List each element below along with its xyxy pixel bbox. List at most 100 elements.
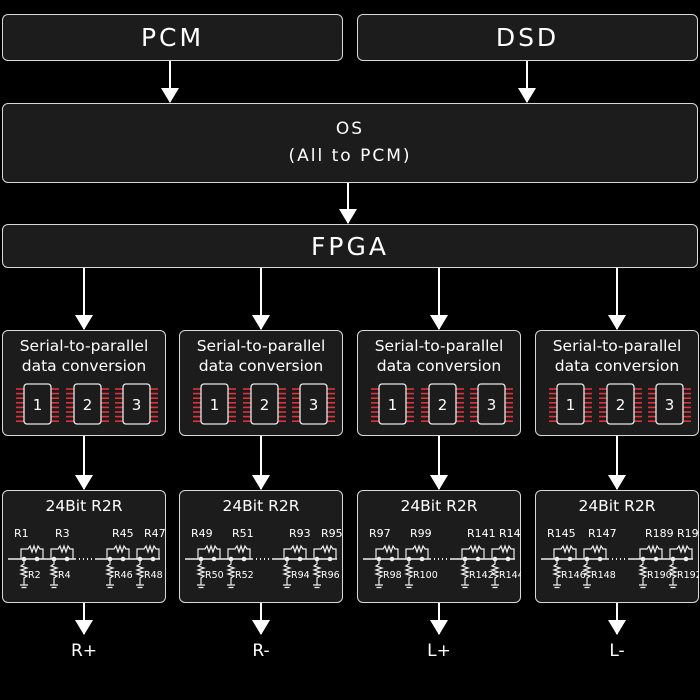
shunt-resistor-ground-icon <box>667 558 678 588</box>
arrow-fpga-to-conversion <box>430 268 448 330</box>
series-resistor-label: R45 <box>112 527 134 540</box>
chip-icon: 3 <box>291 382 335 425</box>
r2r-dac-box: 24Bit R2RR97R98R99R100R141R142R143R144 <box>357 490 521 603</box>
shunt-resistor-ground-icon <box>104 558 115 588</box>
shunt-resistor-ground-icon <box>551 558 562 588</box>
chip-icon: 2 <box>242 382 286 425</box>
series-resistor-label: R141 <box>467 527 496 540</box>
shunt-resistor-label: R46 <box>114 570 133 581</box>
arrow-r2r-to-output <box>252 603 270 635</box>
chip-icon: 3 <box>114 382 158 425</box>
series-resistor-icon <box>135 543 160 559</box>
conversion-title-line1: Serial-to-parallel <box>552 337 682 355</box>
chip-icon: 1 <box>370 382 414 425</box>
series-resistor-icon <box>226 543 251 559</box>
series-resistor-icon <box>638 543 663 559</box>
chip-number: 1 <box>387 396 397 414</box>
r2r-title: 24Bit R2R <box>578 497 656 515</box>
chip-number: 2 <box>615 396 625 414</box>
series-resistor-icon <box>312 543 337 559</box>
shunt-resistor-ground-icon <box>373 558 384 588</box>
series-resistor-icon <box>460 543 485 559</box>
chip-icon: 2 <box>420 382 464 425</box>
conversion-title-line2: data conversion <box>21 357 147 375</box>
series-resistor-label: R51 <box>232 527 254 540</box>
series-resistor-icon <box>282 543 307 559</box>
fpga-label: FPGA <box>311 231 389 261</box>
r2r-dac-box: 24Bit R2RR145R146R147R148R189R190R191R19… <box>535 490 699 603</box>
conversion-title-line1: Serial-to-parallel <box>196 337 326 355</box>
series-resistor-icon <box>49 543 74 559</box>
r2r-ladder-graphic: R97R98R99R100R141R142R143R144 <box>362 527 521 588</box>
chip-number: 1 <box>565 396 575 414</box>
shunt-resistor-label: R148 <box>591 570 616 581</box>
shunt-resistor-label: R48 <box>144 570 163 581</box>
shunt-resistor-ground-icon <box>225 558 236 588</box>
shunt-resistor-ground-icon <box>311 558 322 588</box>
output-channel-label: R+ <box>70 641 98 661</box>
fpga-box: FPGA <box>2 224 698 268</box>
series-resistor-icon <box>582 543 607 559</box>
shunt-resistor-ground-icon <box>134 558 145 588</box>
series-resistor-label: R95 <box>321 527 343 540</box>
chip-icon: 1 <box>192 382 236 425</box>
shunt-resistor-ground-icon <box>459 558 470 588</box>
arrow-r2r-to-output <box>75 603 93 635</box>
shunt-resistor-label: R52 <box>235 570 254 581</box>
series-resistor-icon <box>374 543 399 559</box>
series-resistor-icon <box>668 543 693 559</box>
series-resistor-label: R93 <box>289 527 311 540</box>
chip-number: 2 <box>437 396 447 414</box>
shunt-resistor-label: R146 <box>561 570 586 581</box>
series-resistor-label: R189 <box>645 527 674 540</box>
conversion-title-line1: Serial-to-parallel <box>19 337 149 355</box>
shunt-resistor-label: R144 <box>499 570 521 581</box>
series-resistor-icon <box>552 543 577 559</box>
shunt-resistor-ground-icon <box>18 558 29 588</box>
series-resistor-icon <box>490 543 515 559</box>
arrow-r2r-to-output <box>608 603 626 635</box>
conversion-title-line1: Serial-to-parallel <box>374 337 504 355</box>
series-resistor-label: R99 <box>410 527 432 540</box>
chip-icon: 1 <box>548 382 592 425</box>
output-channel-label: R- <box>252 641 270 661</box>
chip-number: 2 <box>259 396 269 414</box>
shunt-resistor-label: R142 <box>469 570 494 581</box>
chip-number: 3 <box>131 396 141 414</box>
shunt-resistor-label: R2 <box>28 570 41 581</box>
series-resistor-label: R147 <box>588 527 617 540</box>
shunt-resistor-label: R4 <box>58 570 71 581</box>
pcm-label: PCM <box>140 23 205 52</box>
arrow-conversion-to-r2r <box>75 436 93 490</box>
chip-number: 2 <box>82 396 92 414</box>
dsd-label: DSD <box>495 23 560 52</box>
arrow-conversion-to-r2r <box>252 436 270 490</box>
shunt-resistor-label: R100 <box>413 570 438 581</box>
series-resistor-icon <box>404 543 429 559</box>
series-resistor-label: R3 <box>55 527 70 540</box>
arrow-conversion-to-r2r <box>430 436 448 490</box>
series-resistor-label: R47 <box>144 527 166 540</box>
chip-icon: 1 <box>15 382 59 425</box>
series-resistor-label: R49 <box>191 527 213 540</box>
arrow-conversion-to-r2r <box>608 436 626 490</box>
chips-graphic: 1 2 3 <box>15 382 158 425</box>
arrow-fpga-to-conversion <box>75 268 93 330</box>
conversion-box: Serial-to-parallel data conversion 1 2 3 <box>2 330 166 436</box>
os-subtitle: (All to PCM) <box>288 146 412 166</box>
r2r-title: 24Bit R2R <box>45 497 123 515</box>
output-channel-label: L- <box>609 641 625 661</box>
series-resistor-label: R143 <box>499 527 521 540</box>
shunt-resistor-label: R50 <box>205 570 224 581</box>
series-resistor-label: R1 <box>14 527 29 540</box>
os-title: OS <box>335 119 365 139</box>
shunt-resistor-label: R94 <box>291 570 310 581</box>
chip-number: 3 <box>308 396 318 414</box>
